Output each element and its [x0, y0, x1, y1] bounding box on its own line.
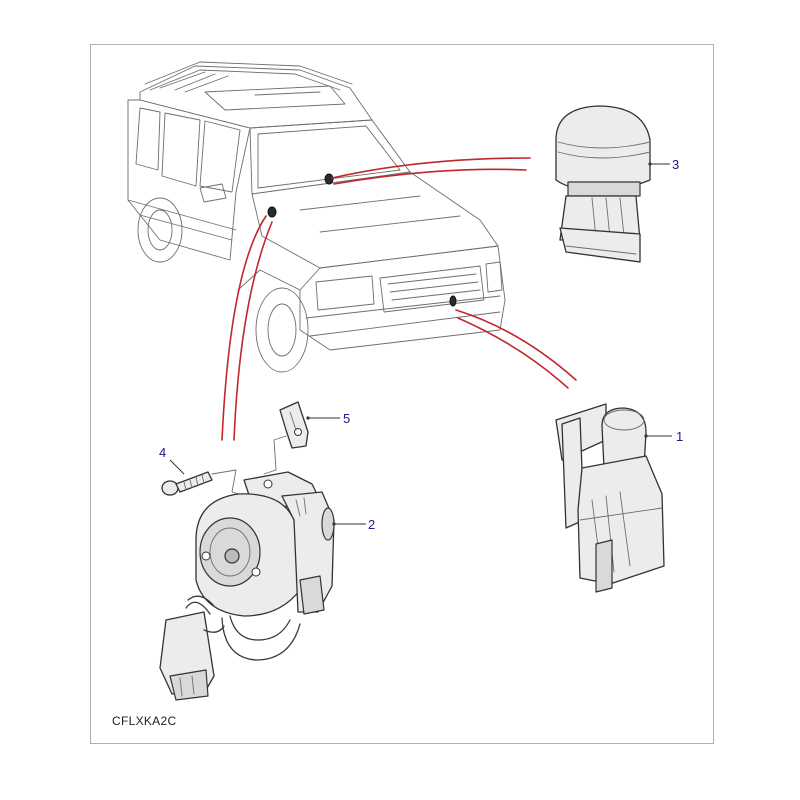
callout-4: 4: [159, 445, 166, 460]
callout-3: 3: [672, 157, 679, 172]
part-3-sensor: [555, 105, 670, 263]
callout-2: 2: [368, 517, 375, 532]
harness-lines: [221, 157, 577, 441]
diagram-reference-code: CFLXKA2C: [112, 714, 177, 728]
part-5-bracket: [263, 401, 340, 475]
part-4-screw: [161, 459, 213, 496]
callout-5: 5: [343, 411, 350, 426]
diagram-frame: [90, 44, 714, 744]
part-1-sensor: [555, 403, 672, 593]
callout-1: 1: [676, 429, 683, 444]
vehicle-illustration: [127, 61, 506, 373]
part-2-actuator: [159, 469, 366, 701]
